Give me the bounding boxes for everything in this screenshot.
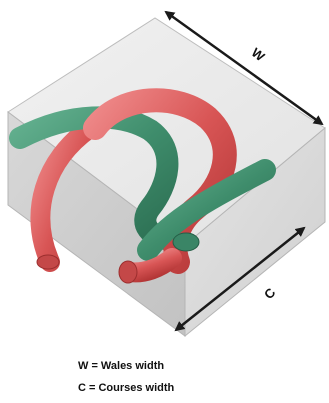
- wales-dimension-arrow: [164, 10, 324, 126]
- green-yarn-loop: [9, 106, 183, 251]
- courses-dimension-arrow: [174, 226, 306, 332]
- red-yarn-end-cap: [36, 254, 60, 270]
- red-yarn-front-end-cap: [118, 260, 138, 284]
- red-yarn-back-leg: [30, 118, 100, 272]
- green-yarn-front-leg: [137, 159, 276, 261]
- legend-courses-width: C = Courses width: [78, 382, 175, 394]
- green-yarn-end-cap: [172, 232, 200, 252]
- legend-wales-width: W = Wales width: [78, 360, 165, 372]
